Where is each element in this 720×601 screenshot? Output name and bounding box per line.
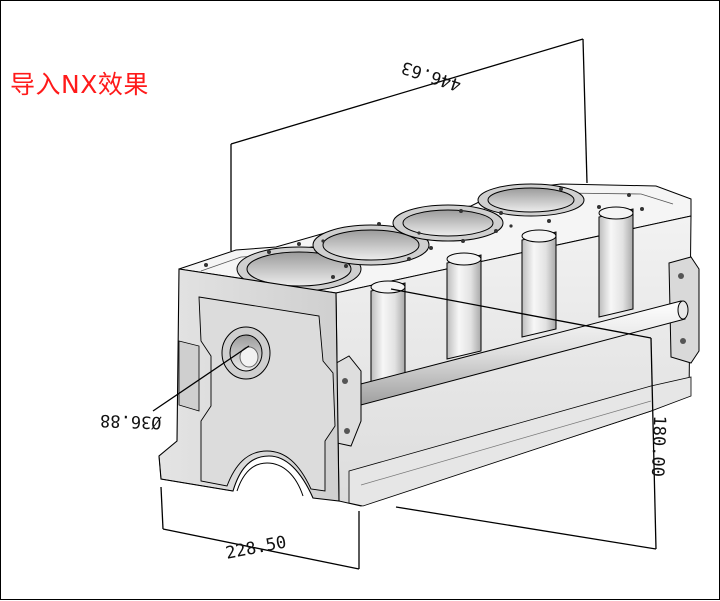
- dimension-width-label: 228.50: [224, 532, 288, 563]
- cylinder-boss-2: [446, 252, 482, 360]
- cylinder-bore-4: [477, 183, 585, 217]
- dimension-length-label: 446.63: [399, 57, 464, 95]
- deck-bolt-holes: [204, 187, 644, 286]
- front-bore: [221, 326, 271, 380]
- top-deck: [178, 183, 692, 294]
- dimension-bore-label: Ø36.88: [100, 410, 162, 432]
- cylinder-boss-4: [598, 206, 634, 318]
- front-mount-tab: [330, 355, 362, 447]
- cylinder-boss-3: [521, 229, 557, 338]
- cylinder-bore-3: [392, 204, 504, 242]
- cylinder-bore-2: [312, 224, 430, 266]
- front-face: [158, 268, 340, 502]
- caption-label: 导入NX效果: [10, 70, 149, 99]
- dimension-lines: [152, 38, 657, 570]
- dimension-height-label: 180.00: [647, 415, 669, 477]
